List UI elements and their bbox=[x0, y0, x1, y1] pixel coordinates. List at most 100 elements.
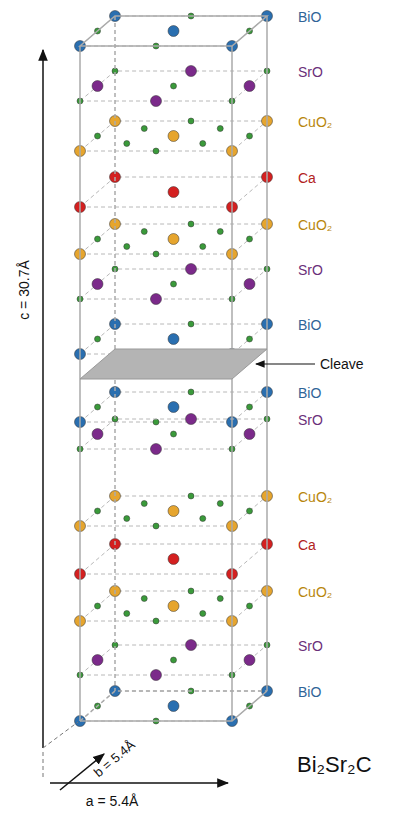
atom bbox=[171, 281, 177, 287]
atom bbox=[244, 279, 255, 290]
axis-guide bbox=[43, 722, 78, 748]
atom bbox=[124, 141, 130, 147]
layer-plane bbox=[80, 645, 267, 675]
atom bbox=[141, 126, 147, 132]
atom bbox=[168, 334, 179, 345]
atom bbox=[247, 336, 253, 342]
layer-label: SrO bbox=[298, 65, 323, 79]
atom bbox=[247, 603, 253, 609]
layer-label: BiO bbox=[298, 685, 321, 699]
atom bbox=[95, 404, 101, 410]
atom bbox=[92, 429, 103, 440]
layer-plane bbox=[80, 71, 267, 101]
cleave-plane bbox=[80, 349, 267, 379]
layer-plane bbox=[80, 121, 267, 151]
cleave-arrow bbox=[256, 363, 315, 364]
atom bbox=[186, 414, 197, 425]
atom bbox=[247, 404, 253, 410]
atom bbox=[168, 131, 179, 142]
atom bbox=[168, 701, 179, 712]
atom bbox=[92, 279, 103, 290]
atom bbox=[188, 221, 194, 227]
atom bbox=[217, 596, 223, 602]
atom bbox=[168, 554, 179, 565]
layer-label: BiO bbox=[298, 10, 321, 24]
layer-plane bbox=[80, 177, 267, 207]
atom bbox=[95, 133, 101, 139]
formula-label: Bi₂Sr₂C bbox=[297, 754, 372, 776]
atom bbox=[153, 148, 159, 154]
atom bbox=[217, 126, 223, 132]
atom bbox=[200, 611, 206, 617]
layer-label: CuO₂ bbox=[298, 490, 332, 504]
atom bbox=[171, 431, 177, 437]
atom bbox=[247, 133, 253, 139]
layer-plane bbox=[80, 496, 267, 526]
layer-plane bbox=[80, 224, 267, 254]
layer-label: SrO bbox=[298, 639, 323, 653]
atom bbox=[188, 389, 194, 395]
layer-plane bbox=[80, 544, 267, 574]
atom bbox=[244, 655, 255, 666]
atom bbox=[153, 523, 159, 529]
atom bbox=[168, 26, 179, 37]
atom bbox=[153, 251, 159, 257]
layer-label: CuO₂ bbox=[298, 585, 332, 599]
atom bbox=[151, 294, 162, 305]
atom bbox=[244, 429, 255, 440]
atom bbox=[247, 508, 253, 514]
atom bbox=[244, 81, 255, 92]
a-axis-arrow bbox=[50, 782, 228, 784]
atom bbox=[141, 596, 147, 602]
atom bbox=[217, 229, 223, 235]
layer-plane bbox=[80, 591, 267, 621]
atom bbox=[153, 618, 159, 624]
axis-guide bbox=[43, 752, 44, 780]
layer-label: Ca bbox=[298, 171, 316, 185]
layer-plane bbox=[80, 269, 267, 299]
atom bbox=[95, 336, 101, 342]
atom bbox=[95, 236, 101, 242]
atom bbox=[151, 670, 162, 681]
atom bbox=[188, 588, 194, 594]
atom bbox=[95, 603, 101, 609]
atom bbox=[186, 66, 197, 77]
layer-label: BiO bbox=[298, 318, 321, 332]
atom bbox=[168, 234, 179, 245]
layer-plane bbox=[80, 392, 267, 422]
atom bbox=[200, 244, 206, 250]
layer-label: SrO bbox=[298, 413, 323, 427]
layer-plane bbox=[80, 691, 267, 721]
unit-cell-frame bbox=[80, 16, 267, 721]
atom bbox=[247, 236, 253, 242]
atom bbox=[124, 244, 130, 250]
atom bbox=[188, 118, 194, 124]
atom bbox=[200, 516, 206, 522]
layer-label: CuO₂ bbox=[298, 218, 332, 232]
atom bbox=[151, 444, 162, 455]
layer-plane bbox=[80, 419, 267, 449]
atom bbox=[124, 611, 130, 617]
atom bbox=[95, 508, 101, 514]
atom bbox=[217, 501, 223, 507]
atom bbox=[188, 493, 194, 499]
atom bbox=[168, 187, 179, 198]
atom bbox=[186, 264, 197, 275]
atom bbox=[92, 81, 103, 92]
atom bbox=[171, 657, 177, 663]
atom bbox=[200, 141, 206, 147]
dimension-label: c = 30.7Å bbox=[17, 260, 31, 320]
layer-label: SrO bbox=[298, 263, 323, 277]
atom bbox=[153, 419, 159, 425]
atom bbox=[141, 229, 147, 235]
atom bbox=[171, 83, 177, 89]
layer-label: CuO₂ bbox=[298, 115, 332, 129]
layer-label: BiO bbox=[298, 386, 321, 400]
atom bbox=[124, 516, 130, 522]
atom bbox=[188, 321, 194, 327]
atom bbox=[168, 506, 179, 517]
atom bbox=[92, 655, 103, 666]
layer-label: Ca bbox=[298, 538, 316, 552]
atom bbox=[168, 601, 179, 612]
